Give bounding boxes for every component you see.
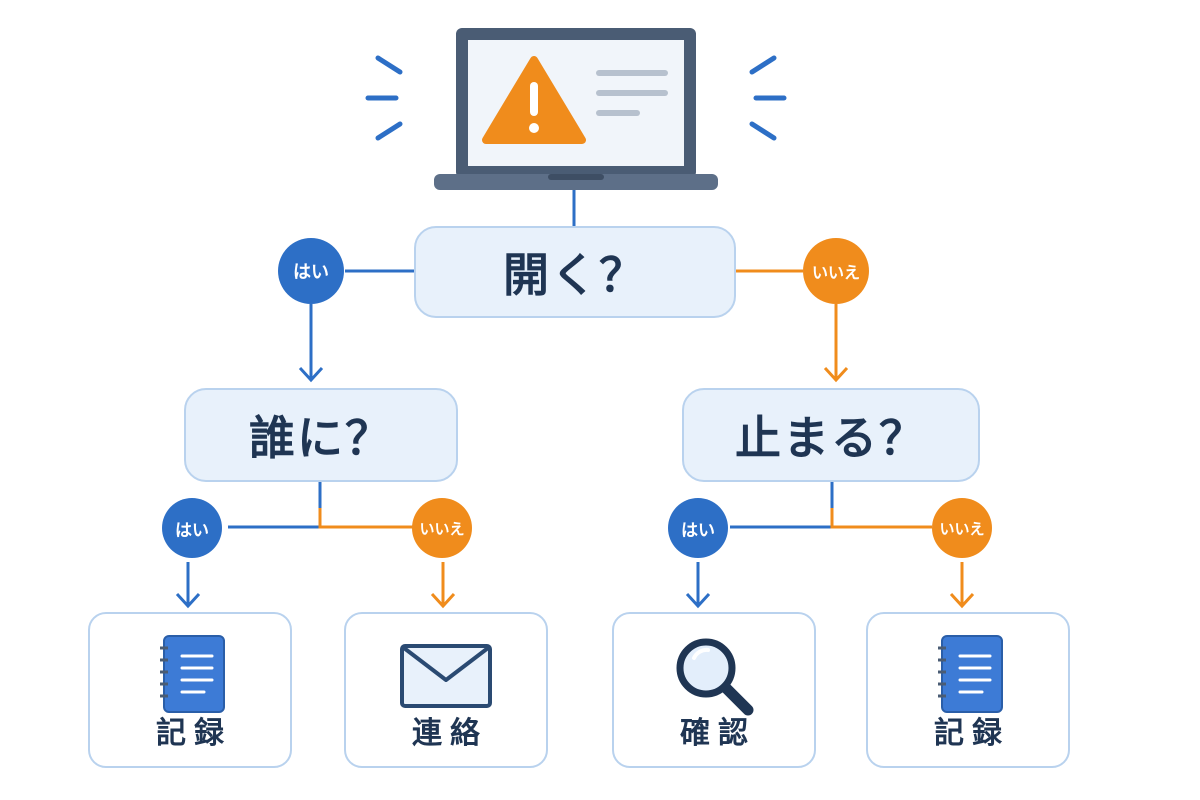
yes-branch-question-text: 誰に？: [249, 411, 393, 465]
leaf-check: 確認: [612, 612, 816, 768]
right-no-badge-label: いいえ: [939, 519, 985, 538]
leaf-record-left: 記録: [88, 612, 292, 768]
leaf-label: 記録: [156, 716, 232, 751]
root-yes-arrowhead: [298, 366, 324, 383]
notebook-icon: [160, 635, 225, 713]
left-no-line: [318, 508, 416, 529]
notebook-icon: [938, 635, 1003, 713]
leaf-label: 記録: [934, 716, 1010, 751]
leaf-label: 確認: [680, 716, 756, 751]
no-branch-question-text: 止まる？: [735, 411, 927, 465]
left-yes-line: [228, 482, 322, 529]
left-yes-badge-label: はい: [175, 520, 209, 541]
root-no-badge: いいえ: [803, 238, 869, 304]
alert-lines-left-icon: [365, 55, 403, 141]
right-no-badge: いいえ: [932, 498, 992, 558]
root-yes-badge: はい: [278, 238, 344, 304]
right-no-arrowhead: [949, 592, 975, 609]
root-no-badge-label: いいえ: [811, 263, 860, 282]
left-yes-arrowhead: [175, 592, 201, 609]
left-no-badge: いいえ: [412, 498, 472, 558]
left-no-arrowhead: [430, 592, 456, 609]
right-yes-arrowhead: [685, 592, 711, 609]
right-yes-badge: はい: [668, 498, 728, 558]
root-yes-badge-label: はい: [293, 262, 329, 283]
right-yes-badge-label: はい: [681, 520, 715, 541]
right-yes-line: [730, 482, 834, 529]
right-no-line: [830, 508, 932, 529]
left-yes-badge: はい: [162, 498, 222, 558]
yes-branch-question-node: 誰に？: [184, 388, 458, 482]
leaf-record-right: 記録: [866, 612, 1070, 768]
leaf-label: 連絡: [412, 716, 488, 751]
no-branch-question-node: 止まる？: [682, 388, 980, 482]
root-question-text: 開く？: [503, 248, 647, 302]
left-no-badge-label: いいえ: [419, 519, 465, 538]
leaf-contact: 連絡: [344, 612, 548, 768]
laptop-warning-icon: [434, 28, 718, 190]
envelope-icon: [400, 644, 492, 708]
alert-lines-right-icon: [749, 55, 787, 141]
magnifier-icon: [676, 638, 754, 716]
root-question-node: 開く？: [414, 226, 736, 318]
root-no-arrowhead: [823, 366, 849, 383]
